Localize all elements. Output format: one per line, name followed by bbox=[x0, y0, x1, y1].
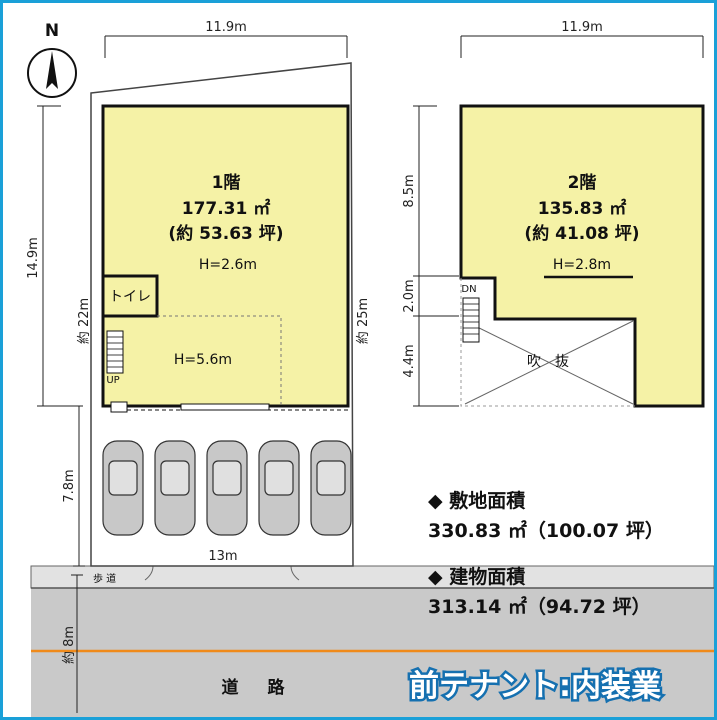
compass-icon bbox=[27, 48, 77, 98]
car bbox=[102, 440, 144, 536]
floor2-building bbox=[459, 104, 705, 408]
car bbox=[206, 440, 248, 536]
building-area-heading: ◆ 建物面積 bbox=[428, 565, 525, 588]
floor-plan-diagram: 歩 道 道 路 約 8m 11.9m 14.9m 7.8m 約 22m 約 25… bbox=[26, 20, 714, 717]
right-side-label: 約 25m bbox=[356, 298, 371, 344]
car bbox=[154, 440, 196, 536]
front-window bbox=[180, 403, 270, 411]
curb-cut bbox=[144, 565, 300, 581]
sidewalk-label: 歩 道 bbox=[93, 572, 116, 585]
compass-north-label: N bbox=[45, 21, 59, 41]
floor1-title: 1階 bbox=[212, 173, 241, 193]
floor1-area-m2: 177.31 ㎡ bbox=[182, 198, 271, 219]
site-area-heading: ◆ 敷地面積 bbox=[428, 489, 525, 512]
floor1-depth-label: 14.9m bbox=[26, 237, 41, 279]
high-ceiling-label: H=5.6m bbox=[174, 352, 232, 368]
entrance-door bbox=[110, 401, 128, 413]
floor1-building bbox=[101, 104, 350, 408]
car bbox=[310, 440, 352, 536]
sidewalk bbox=[30, 565, 714, 589]
void-label: 吹 抜 bbox=[527, 354, 569, 370]
floor1-ceiling: H=2.6m bbox=[199, 257, 257, 273]
floor2-area-m2: 135.83 ㎡ bbox=[538, 198, 627, 219]
floor1-stair bbox=[106, 330, 124, 374]
building-area-value: 313.14 ㎡（94.72 坪） bbox=[428, 595, 651, 618]
left-side-label: 約 22m bbox=[77, 298, 92, 344]
road-width-label: 約 8m bbox=[62, 626, 77, 664]
floor2-stair-label: DN bbox=[461, 284, 476, 295]
frontage-label: 13m bbox=[208, 549, 237, 564]
parking-depth-label: 7.8m bbox=[62, 469, 77, 502]
floor2-area-tsubo: (約 41.08 坪) bbox=[524, 223, 639, 244]
floor2-dim-bottom: 4.4m bbox=[402, 344, 417, 377]
floor1-area-tsubo: (約 53.63 坪) bbox=[168, 223, 283, 244]
road-label: 道 路 bbox=[222, 677, 291, 698]
floor2-width-label: 11.9m bbox=[561, 20, 603, 35]
floor2-dim-mid: 2.0m bbox=[402, 279, 417, 312]
floor2-dim-top: 8.5m bbox=[402, 174, 417, 207]
floor1-width-label: 11.9m bbox=[205, 20, 247, 35]
floor1-stair-label: UP bbox=[106, 375, 119, 386]
floor2-ceiling: H=2.8m bbox=[553, 257, 611, 273]
void-area bbox=[460, 278, 635, 407]
road-surface bbox=[31, 588, 714, 717]
toilet-label: トイレ bbox=[109, 289, 151, 305]
parked-cars bbox=[102, 440, 352, 536]
car bbox=[258, 440, 300, 536]
site-area-value: 330.83 ㎡（100.07 坪） bbox=[428, 519, 664, 542]
tenant-stamp: 前テナント:内装業 bbox=[409, 669, 661, 704]
toilet-room bbox=[101, 274, 159, 318]
floor2-title: 2階 bbox=[568, 173, 597, 193]
floor2-stair bbox=[462, 297, 480, 343]
